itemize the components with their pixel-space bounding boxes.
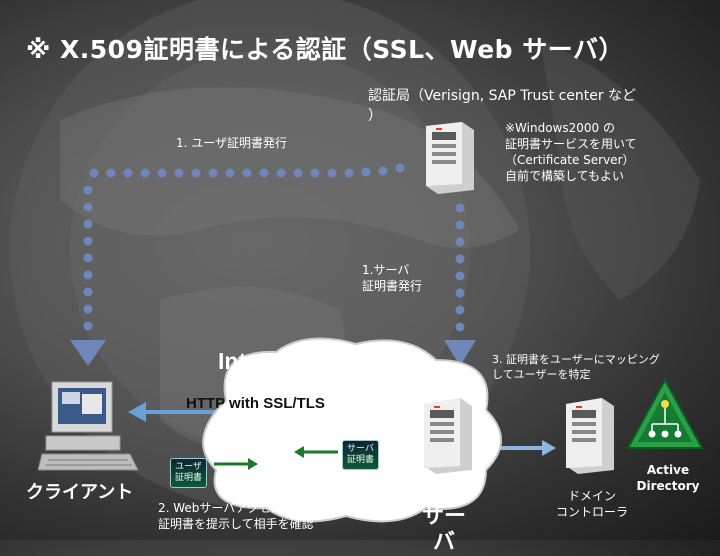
domain-controller-label: ドメイン コントローラ (546, 488, 638, 520)
ca-note-line: ※Windows2000 の (505, 121, 615, 135)
active-directory-line: Active (646, 463, 690, 477)
step1-server-line: 証明書発行 (362, 279, 423, 293)
active-directory-icon (626, 378, 704, 449)
server-cert-line: サーバ (347, 444, 374, 454)
ca-note-line: 証明書サービスを用いて (505, 137, 637, 151)
ca-heading-line2: ） (368, 108, 382, 124)
dotted-arrow-server-cert (444, 203, 476, 366)
server-cert-arrow (294, 446, 338, 458)
step3-label: 3. 証明書をユーザーにマッピング してユーザーを特定 (492, 352, 660, 382)
user-cert-line: ユーザ (175, 462, 202, 472)
web-server-icon (424, 398, 472, 474)
ca-note-line: 自前で構築してもよい (505, 169, 625, 183)
user-cert-badge: ユーザ 証明書 (170, 458, 208, 488)
protocol-label: HTTP with SSL/TLS (186, 395, 325, 412)
step1-server-line: 1.サーバ (362, 263, 410, 277)
active-directory-line: Directory (636, 479, 700, 493)
step2-line: 2. Webサーバアクセス時はお互いの (158, 501, 355, 515)
user-cert-line: 証明書 (175, 473, 203, 483)
step1-label: 1. ユーザ証明書発行 (176, 136, 288, 150)
web-server-line: サーバ (421, 504, 466, 555)
page-title: ※ X.509証明書による認証（SSL、Web サーバ） (26, 35, 625, 64)
server-cert-line: 証明書 (347, 455, 375, 465)
domain-controller-icon (566, 398, 614, 474)
ca-note-line: （Certificate Server） (505, 153, 635, 167)
domain-controller-line: ドメイン (567, 489, 616, 503)
web-server-line: Web (416, 478, 472, 503)
step3-line: 3. 証明書をユーザーにマッピング (492, 353, 660, 366)
step2-label: 2. Webサーバアクセス時はお互いの 証明書を提示して相手を確認 (158, 500, 355, 532)
client-computer-icon (38, 381, 139, 471)
step2-line: 証明書を提示して相手を確認 (158, 517, 314, 531)
ca-heading: 認証局（Verisign, SAP Trust center など ） (368, 86, 636, 126)
ca-heading-line1: 認証局（Verisign, SAP Trust center など (368, 88, 637, 104)
active-directory-label: Active Directory (630, 462, 706, 494)
web-server-label: Web サーバ (414, 478, 474, 556)
step3-line: してユーザーを特定 (492, 368, 591, 381)
step1-server-label: 1.サーバ 証明書発行 (362, 262, 422, 294)
internet-cloud (202, 337, 502, 523)
domain-controller-line: コントローラ (555, 505, 628, 519)
ca-server-icon (426, 122, 474, 194)
user-cert-arrow (214, 458, 258, 470)
internet-label: Internet (218, 348, 303, 374)
client-label: クライアント (26, 482, 134, 503)
ca-note: ※Windows2000 の 証明書サービスを用いて （Certificate … (505, 120, 637, 184)
server-cert-badge: サーバ 証明書 (342, 440, 380, 470)
dotted-arrow-user-cert (70, 163, 405, 366)
